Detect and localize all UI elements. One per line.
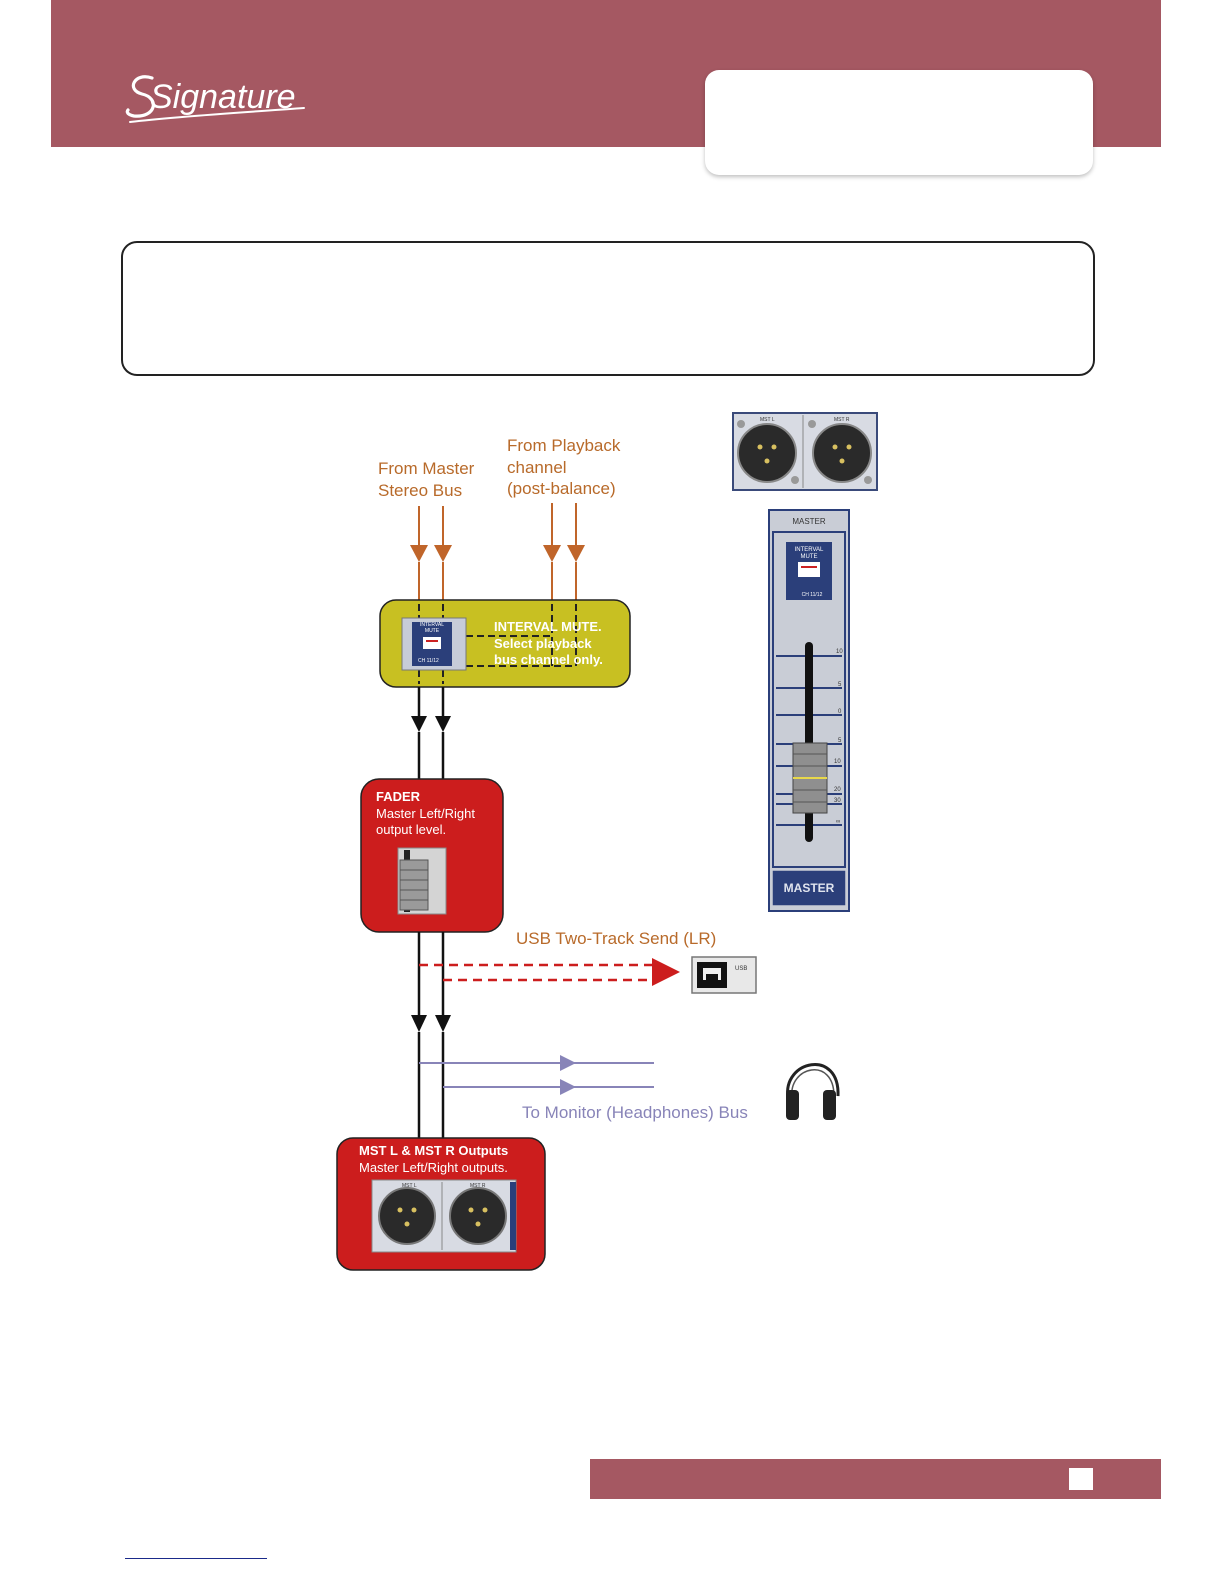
usb-send-arrows bbox=[419, 958, 680, 986]
mute-channel-caption: CH 11/12 bbox=[418, 658, 439, 664]
strip-scale-minus-5: 5 bbox=[838, 738, 842, 744]
from-master-line-1: From Master bbox=[378, 459, 475, 478]
signature-logo: Signature bbox=[120, 60, 315, 140]
outputs-desc: Master Left/Right outputs. bbox=[359, 1159, 508, 1175]
master-bus-arrows bbox=[410, 506, 452, 562]
strip-scale-5: 5 bbox=[838, 682, 842, 688]
strip-channel-caption: CH 11/12 bbox=[802, 592, 823, 598]
mute-button-caption: INTERVAL MUTE bbox=[412, 622, 452, 634]
outputs-jack-label-r: MST R bbox=[470, 1183, 486, 1189]
from-playback-line-2: channel bbox=[507, 457, 567, 477]
xlr-panel: MST L MST R bbox=[732, 412, 878, 491]
interval-mute-title: INTERVAL MUTE. bbox=[494, 619, 602, 634]
heading-box bbox=[121, 241, 1095, 376]
usb-send-label: USB Two-Track Send (LR) bbox=[516, 929, 717, 948]
master-mixer-strip: MASTER INTERVAL MUTE CH 11/12 10 5 0 5 1… bbox=[768, 509, 850, 912]
usb-port-icon: USB bbox=[691, 956, 757, 994]
outputs-jack-label-l: MST L bbox=[402, 1183, 417, 1189]
outputs-xlr-graphic: MST L MST R bbox=[371, 1179, 517, 1253]
from-playback-line-1: From Playback bbox=[507, 436, 621, 455]
from-master-line-2: Stereo Bus bbox=[378, 480, 463, 500]
mute-button-caption-1: INTERVAL bbox=[420, 622, 444, 628]
strip-mute-caption-1: INTERVAL bbox=[795, 547, 824, 553]
strip-scale-minus-10: 10 bbox=[834, 759, 841, 765]
strip-top-label: MASTER bbox=[792, 517, 826, 526]
strip-mute-caption-2: MUTE bbox=[801, 554, 818, 560]
headphones-icon bbox=[786, 1063, 840, 1120]
interval-mute-desc-1: Select playback bbox=[494, 635, 592, 651]
strip-scale-0: 0 bbox=[838, 709, 842, 715]
usb-port-caption: USB bbox=[735, 966, 747, 972]
interval-mute-desc-2: bus channel only. bbox=[494, 652, 603, 667]
strip-scale-minus-20: 20 bbox=[834, 787, 841, 793]
interval-mute-button-graphic bbox=[401, 617, 467, 671]
outputs-text: MST L & MST R Outputs Master Left/Right … bbox=[359, 1143, 508, 1176]
strip-scale-10: 10 bbox=[836, 649, 843, 655]
xlr-panel-label-r: MST R bbox=[834, 417, 850, 423]
strip-bottom-label: MASTER bbox=[784, 881, 835, 895]
from-master-label: From Master Stereo Bus bbox=[378, 458, 474, 501]
fader-desc-1: Master Left/Right bbox=[376, 805, 475, 821]
monitor-bus-label: To Monitor (Headphones) Bus bbox=[522, 1103, 748, 1122]
strip-scale-minus-30: 30 bbox=[834, 798, 841, 804]
footer-band bbox=[590, 1459, 1161, 1499]
fader-title: FADER bbox=[376, 789, 421, 804]
interval-mute-text: INTERVAL MUTE. Select playback bus chann… bbox=[494, 619, 603, 669]
fader-graphic bbox=[397, 847, 447, 915]
fader-desc-2: output level. bbox=[376, 822, 447, 837]
mute-to-fader-lines bbox=[411, 687, 451, 780]
from-playback-label: From Playback channel (post-balance) bbox=[507, 435, 620, 500]
mute-button-caption-2: MUTE bbox=[424, 628, 440, 634]
strip-scale-inf: ∞ bbox=[836, 819, 840, 825]
outputs-title: MST L & MST R Outputs bbox=[359, 1143, 509, 1158]
monitor-arrows bbox=[419, 1055, 654, 1095]
footer-rule bbox=[125, 1558, 267, 1559]
page-number-box bbox=[1069, 1468, 1093, 1490]
header-tab bbox=[705, 70, 1093, 175]
xlr-panel-label-l: MST L bbox=[760, 417, 775, 423]
from-playback-line-3: (post-balance) bbox=[507, 479, 616, 498]
fader-text: FADER Master Left/Right output level. bbox=[376, 789, 475, 839]
playback-arrows bbox=[543, 503, 585, 562]
